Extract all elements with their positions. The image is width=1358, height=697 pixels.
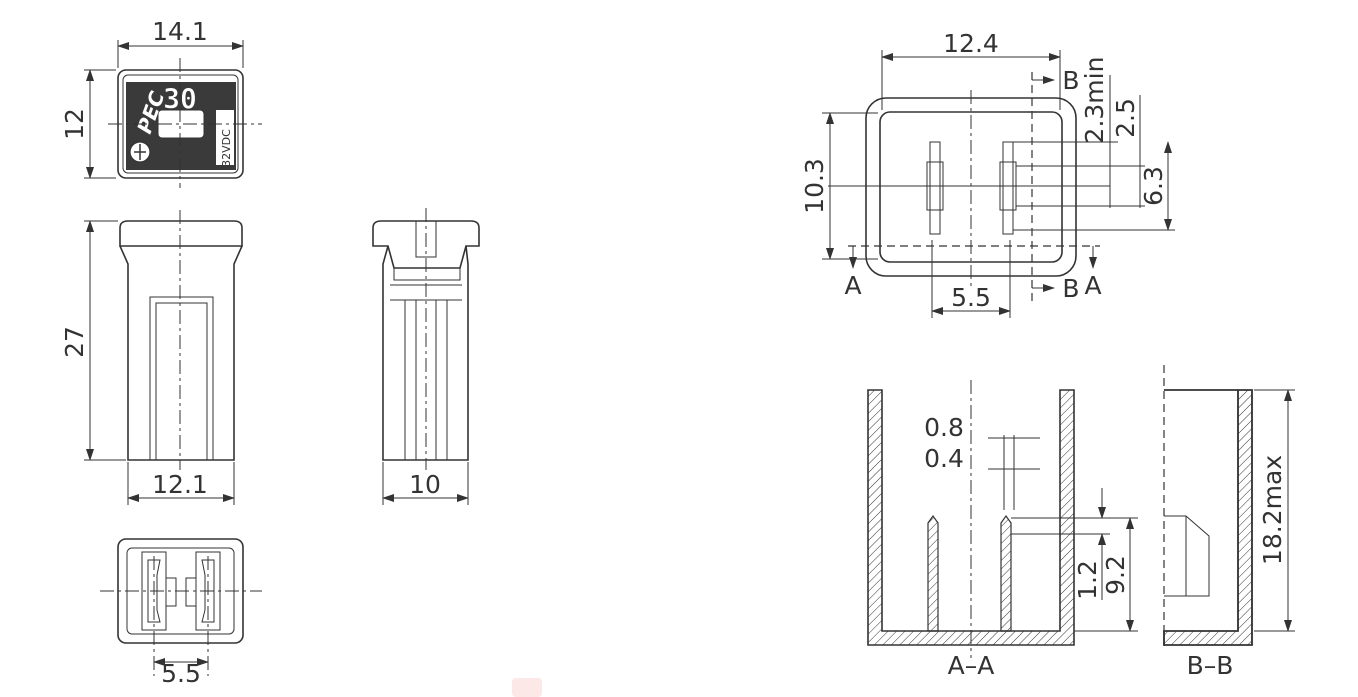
ground-symbol-icon [129, 141, 151, 163]
fuse-side-cap [372, 220, 480, 269]
caption-bb: B–B [1187, 651, 1234, 680]
dim-socket-pitch-label: 5.5 [951, 283, 991, 312]
dim-side-width-label: 10 [409, 470, 441, 499]
caption-aa: A–A [948, 651, 995, 680]
dim-1-2-label: 1.2 [1073, 560, 1102, 600]
fuse-bottom-view: 5.5 [100, 538, 262, 688]
section-bb-view: 18.2max B–B [1163, 365, 1295, 680]
fuse-front-recess [149, 296, 214, 461]
fuse-front-cap [119, 220, 243, 247]
dim-socket-width-label: 12.4 [943, 29, 999, 58]
section-b-label-bottom: B [1062, 274, 1079, 303]
socket-inner [879, 111, 1063, 263]
fuse-front-view: 27 12.1 [60, 210, 243, 505]
watermark-mark [512, 678, 542, 697]
dim-terminal-width-label: 6.3 [1139, 166, 1168, 206]
dim-9-2-label: 9.2 [1101, 555, 1130, 595]
section-a-label-left: A [844, 271, 861, 300]
dim-thickness-outer-label: 0.8 [924, 413, 964, 442]
fuse-top-view: 30 PEC 32VDC 14.1 12 [60, 17, 262, 188]
dim-front-height-label: 27 [60, 326, 89, 358]
dim-top-width-label: 14.1 [152, 17, 208, 46]
dim-2-5-label: 2.5 [1111, 98, 1140, 138]
section-a-label-right: A [1084, 271, 1101, 300]
dim-socket-height-label: 10.3 [800, 158, 829, 214]
section-b-label-top: B [1062, 66, 1079, 95]
section-aa-view: 0.8 0.4 1.2 9.2 A–A [867, 380, 1138, 680]
dim-front-width-label: 12.1 [152, 470, 208, 499]
section-bb-wall [1163, 389, 1253, 646]
fuse-side-view: 10 [372, 208, 480, 505]
section-aa-wall [867, 389, 1075, 646]
dim-bottom-pitch-label: 5.5 [161, 659, 201, 688]
dim-thickness-inner-label: 0.4 [924, 444, 964, 473]
fuse-voltage: 32VDC [220, 129, 233, 167]
dim-min-clearance-label: 2.3min [1080, 57, 1109, 144]
dim-top-height-label: 12 [60, 108, 89, 140]
fuse-front-body [119, 245, 243, 461]
socket-top-view: 12.4 10.3 5.5 A A B B 2.3min 2.5 6.3 [800, 29, 1175, 318]
dim-height-max-label: 18.2max [1258, 455, 1287, 565]
